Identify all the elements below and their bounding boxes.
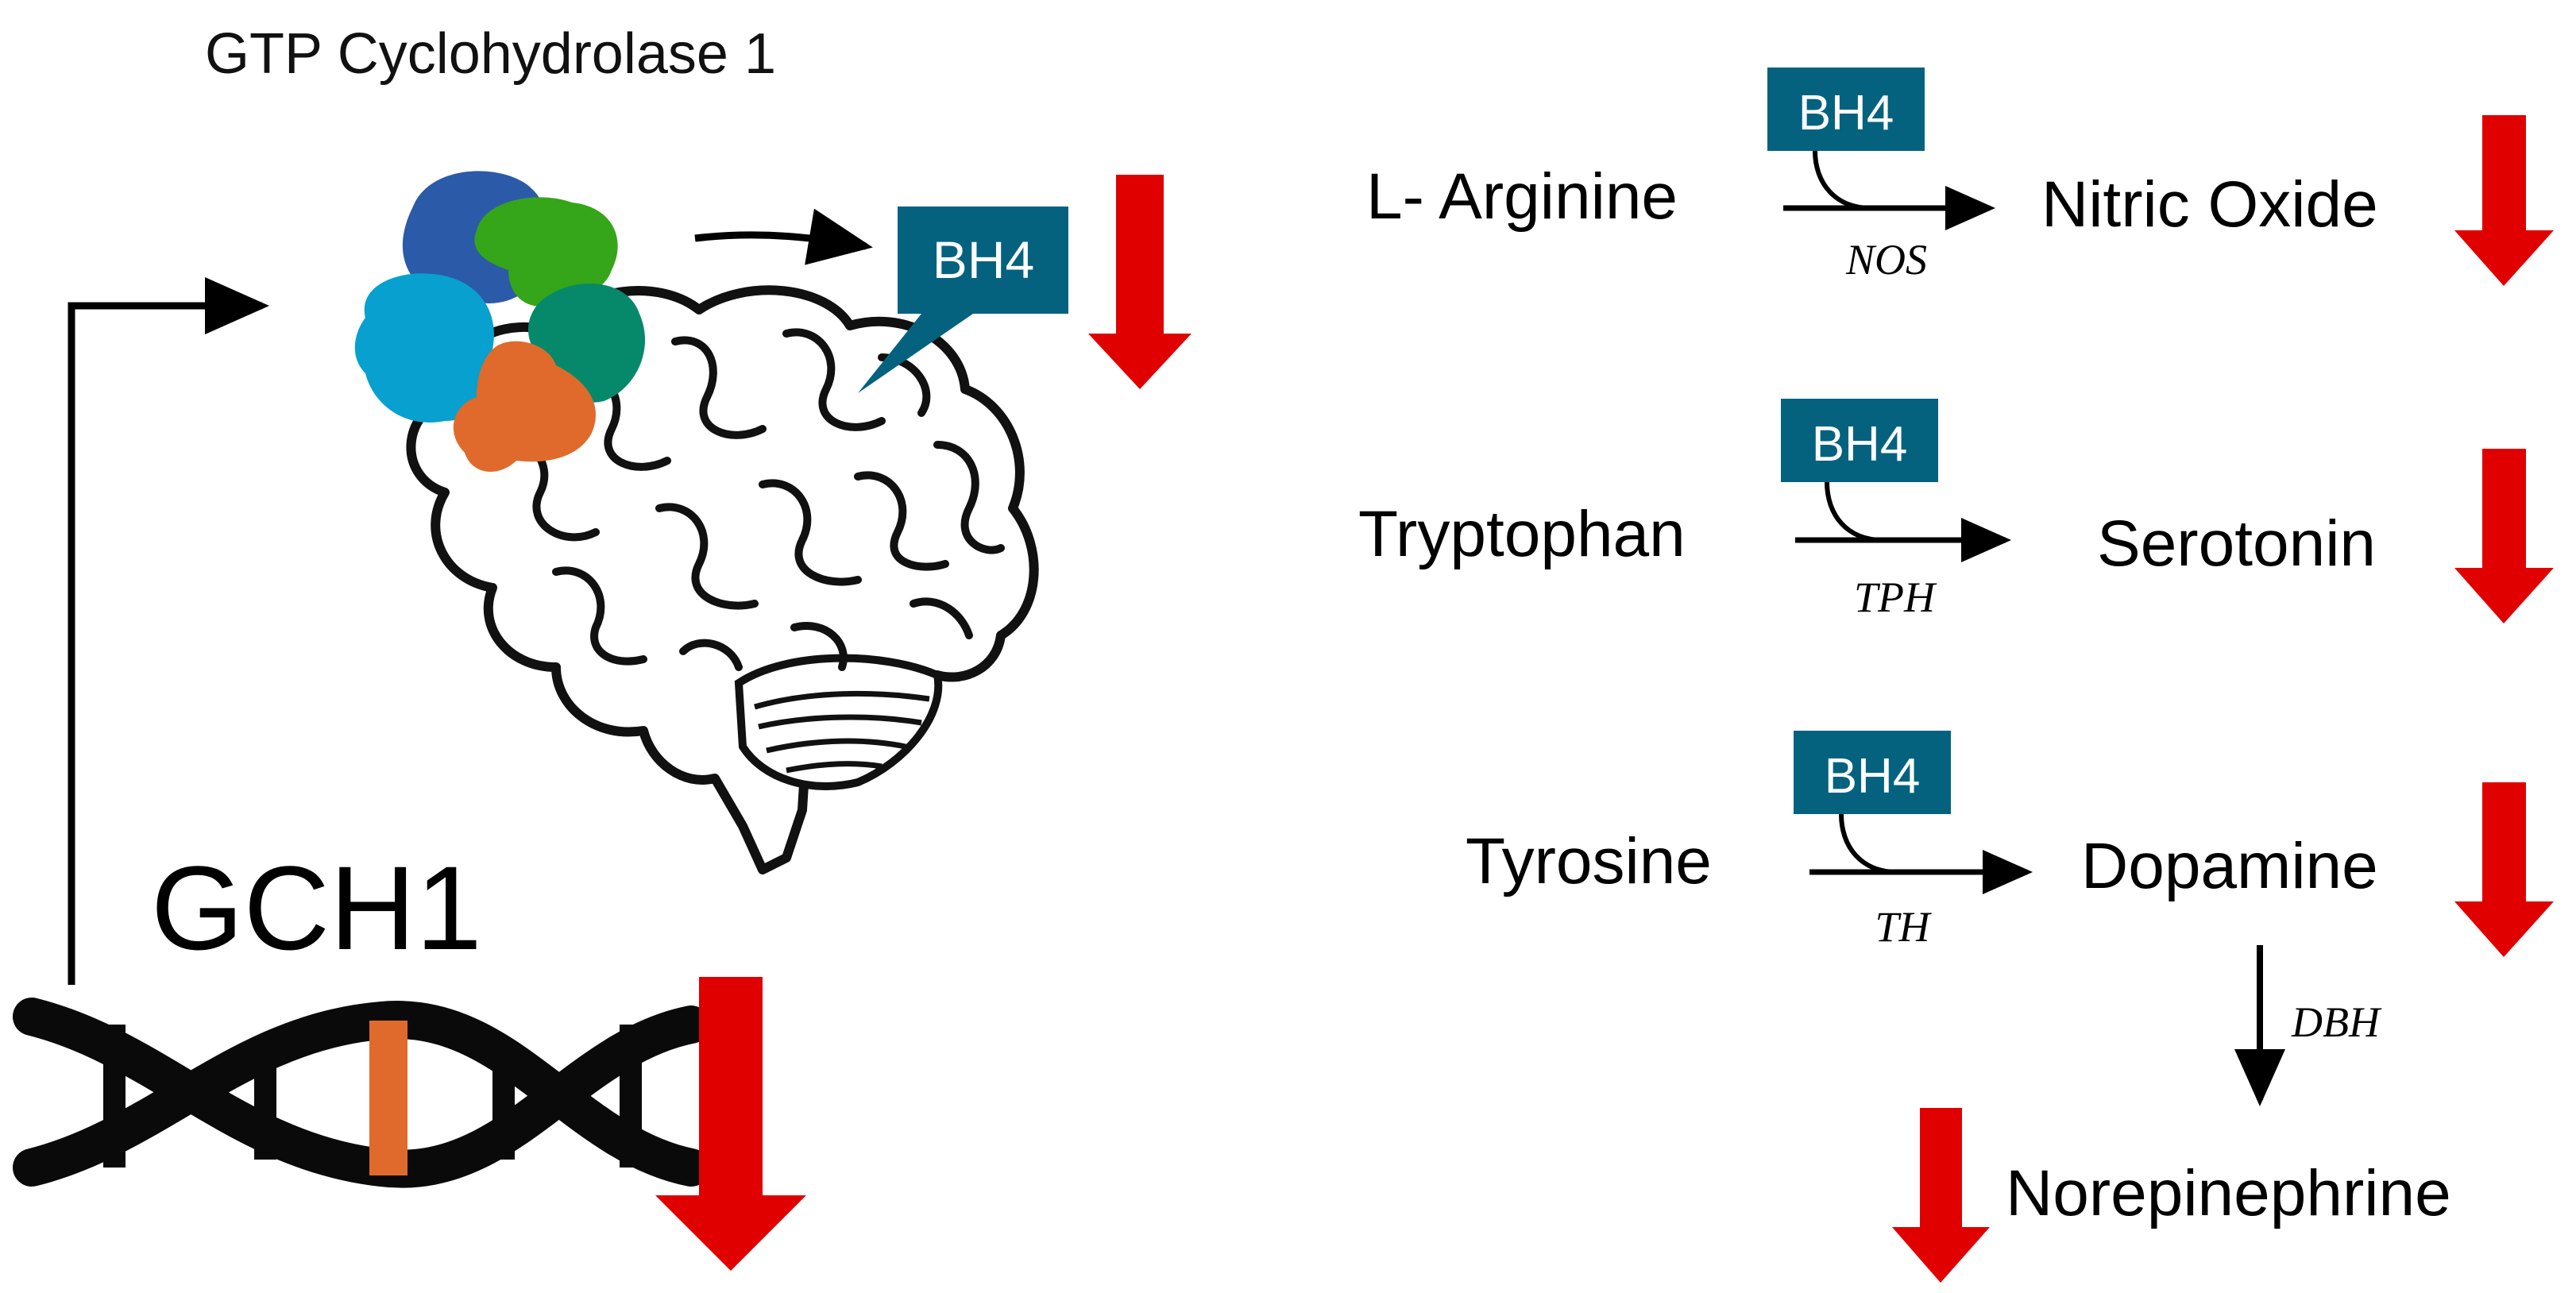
substrate-label: L- Arginine bbox=[1366, 160, 1678, 233]
norepinephrine-label: Norepinephrine bbox=[2006, 1157, 2451, 1229]
bh4-callout-label: BH4 bbox=[933, 230, 1034, 289]
gene-label: GCH1 bbox=[151, 841, 482, 975]
bh4-cofactor-box bbox=[1767, 68, 1925, 151]
norepinephrine-decrease-arrow-icon bbox=[1892, 1108, 1990, 1283]
gene-to-protein-arrow bbox=[68, 277, 269, 985]
enzyme-label: TH bbox=[1875, 903, 1932, 951]
decrease-arrow-icon bbox=[2454, 115, 2554, 286]
substrate-label: Tryptophan bbox=[1358, 498, 1686, 570]
protein-to-bh4-arrow bbox=[694, 208, 873, 265]
product-label: Serotonin bbox=[2097, 508, 2376, 580]
bh4-cofactor-label: BH4 bbox=[1812, 417, 1908, 472]
enzyme-title: GTP Cyclohydrolase 1 bbox=[205, 22, 776, 86]
enzyme-label: NOS bbox=[1845, 236, 1927, 284]
product-label: Dopamine bbox=[2081, 830, 2378, 902]
decrease-arrow-icon bbox=[2454, 782, 2554, 957]
bh4-cofactor-box bbox=[1794, 731, 1951, 814]
substrate-label: Tyrosine bbox=[1466, 825, 1712, 897]
gene-decrease-arrow-icon bbox=[655, 977, 806, 1271]
protein-icon bbox=[354, 171, 646, 472]
dbh-enzyme-label: DBH bbox=[2291, 998, 2382, 1046]
pathway-th: Tyrosine BH4 TH Dopamine bbox=[1466, 731, 2554, 957]
decrease-arrow-icon bbox=[2454, 449, 2554, 623]
product-label: Nitric Oxide bbox=[2041, 168, 2378, 241]
pathway-nos: L- Arginine BH4 NOS Nitric Oxide bbox=[1366, 68, 2554, 286]
pathway-tph: Tryptophan BH4 TPH Serotonin bbox=[1358, 399, 2554, 623]
enzyme-label: TPH bbox=[1854, 573, 1937, 621]
dna-icon bbox=[13, 998, 710, 1188]
bh4-cofactor-label: BH4 bbox=[1798, 86, 1894, 141]
bh4-cofactor-label: BH4 bbox=[1825, 749, 1921, 804]
bh4-cofactor-box bbox=[1781, 399, 1938, 482]
bh4-decrease-arrow-icon bbox=[1088, 175, 1191, 389]
bh4-callout: BH4 bbox=[858, 206, 1068, 393]
